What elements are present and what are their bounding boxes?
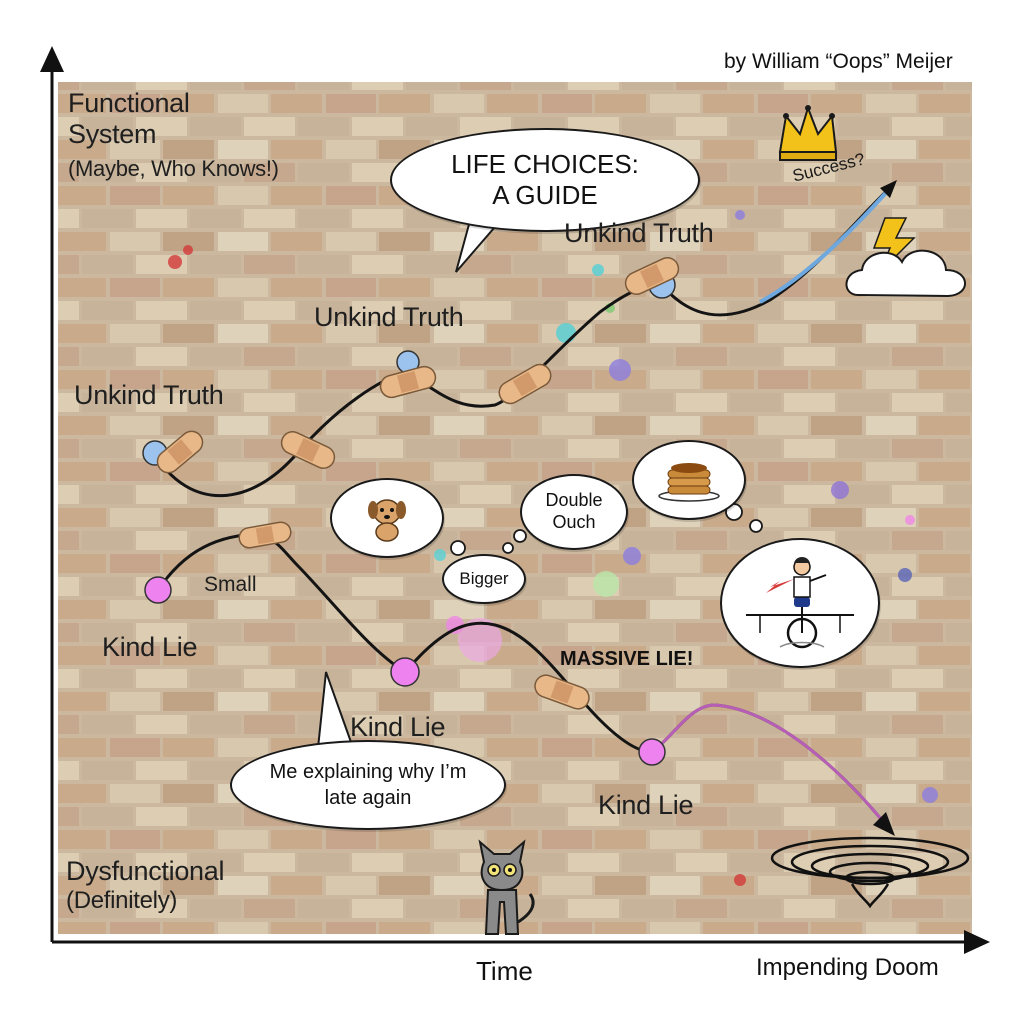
title-bubble: LIFE CHOICES: A GUIDE [390,128,700,232]
title-line2: A GUIDE [492,180,598,210]
label-massive-lie: MASSIVE LIE! [560,648,694,670]
y-top-line1: Functional [68,88,190,118]
unicyclist-icon [746,557,854,649]
puppy-bubble [330,478,444,558]
y-top-line3: (Maybe, Who Knows!) [68,156,279,182]
label-unkind-truth-1: Unkind Truth [74,380,224,410]
unicycle-bubble [720,538,880,668]
bigger-text: Bigger [459,569,509,588]
label-kind-lie-3: Kind Lie [598,790,694,820]
label-unkind-truth-2: Unkind Truth [314,302,464,332]
double-line2: Ouch [552,512,596,532]
label-small: Small [204,573,257,596]
y-bottom-line1: Dysfunctional [66,856,225,886]
lightning-cloud-icon [845,217,966,298]
x-axis-label: Time [476,956,533,986]
y-axis-top-label: Functional System (Maybe, Who Knows!) [68,88,279,181]
label-kind-lie-1: Kind Lie [102,632,198,662]
author-credit: by William “Oops” Meijer [724,50,953,73]
title-line1: LIFE CHOICES: [451,148,639,179]
crown-icon [778,104,838,161]
pancake-bubble [632,440,746,520]
puppy-icon [368,499,406,542]
double-ouch-bubble: Double Ouch [520,474,628,550]
pancake-icon [658,463,720,502]
paint-splatters [168,210,938,886]
bandage-icon [156,257,680,710]
x-axis-end-label: Impending Doom [756,954,939,981]
bigger-bubble: Bigger [442,554,526,604]
success-arrow [759,184,894,304]
double-line1: Double [545,490,603,511]
late-again-bubble: Me explaining why I’m late again [230,740,506,830]
doom-arrow [651,703,892,831]
y-axis-bottom-label: Dysfunctional (Definitely) [66,856,224,915]
late-line1: Me explaining why I’m [269,761,467,783]
thought-dots [450,503,763,556]
label-kind-lie-2: Kind Lie [350,712,446,742]
vortex-icon [770,836,970,909]
y-top-line2: System [68,119,157,150]
late-line2: late again [324,787,412,809]
label-unkind-truth-3: Unkind Truth [564,218,714,248]
axes [40,46,990,954]
cat-icon [478,839,535,935]
y-bottom-line2: (Definitely) [66,887,178,915]
